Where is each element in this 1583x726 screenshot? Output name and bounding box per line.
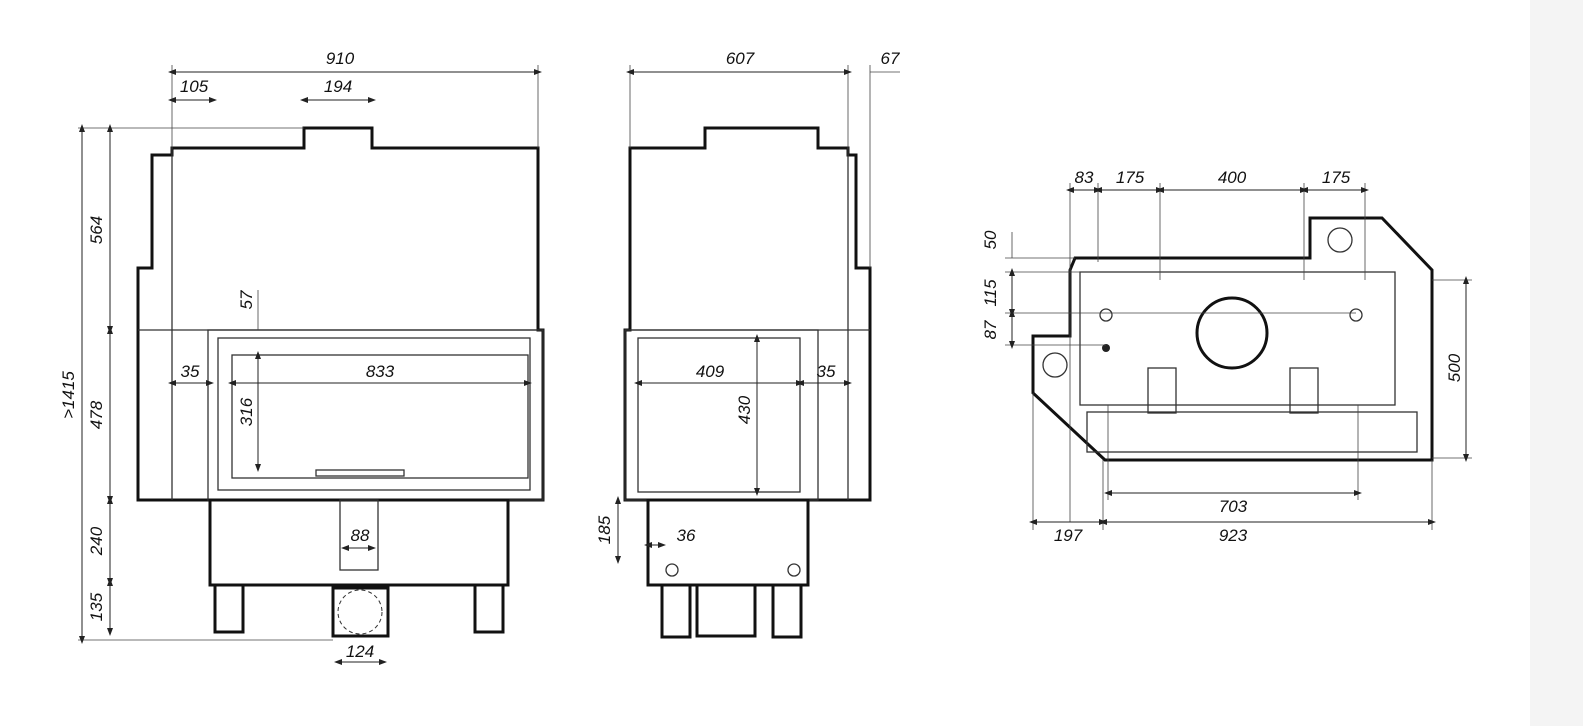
dim-50: 50 [981, 230, 1000, 249]
dim-923: 923 [1219, 526, 1248, 545]
dim-67: 67 [881, 49, 900, 68]
dim-57: 57 [237, 290, 256, 309]
dim-36: 36 [677, 526, 696, 545]
dim-430: 430 [735, 395, 754, 424]
dim-175-right: 175 [1322, 168, 1351, 187]
dim-35-front: 35 [181, 362, 200, 381]
dim-607: 607 [726, 49, 755, 68]
dim-703: 703 [1219, 497, 1248, 516]
front-view: 910 105 194 >1415 564 478 240 135 57 35 … [59, 49, 545, 665]
dim-833: 833 [366, 362, 395, 381]
dim-total-height: >1415 [59, 371, 78, 419]
dim-194: 194 [324, 77, 352, 96]
dim-500: 500 [1445, 353, 1464, 382]
dim-910: 910 [326, 49, 355, 68]
dim-564: 564 [87, 216, 106, 244]
dim-400: 400 [1218, 168, 1247, 187]
dim-87: 87 [981, 320, 1000, 339]
dim-105: 105 [180, 77, 209, 96]
dim-35-side: 35 [817, 362, 836, 381]
dim-124: 124 [346, 642, 374, 661]
dim-197: 197 [1054, 526, 1083, 545]
dim-478: 478 [87, 400, 106, 429]
dim-115: 115 [981, 279, 1000, 307]
dim-88: 88 [351, 526, 370, 545]
dim-240: 240 [87, 526, 106, 556]
dim-175-left: 175 [1116, 168, 1145, 187]
page-edge-strip [1530, 0, 1583, 726]
dim-316: 316 [237, 397, 256, 426]
dim-135: 135 [87, 592, 106, 621]
top-view: 83 175 400 175 50 115 87 500 703 197 923 [981, 168, 1472, 545]
dim-185: 185 [595, 515, 614, 544]
dim-409: 409 [696, 362, 725, 381]
dim-83: 83 [1075, 168, 1094, 187]
side-view: 607 67 409 35 430 185 36 [595, 49, 900, 639]
